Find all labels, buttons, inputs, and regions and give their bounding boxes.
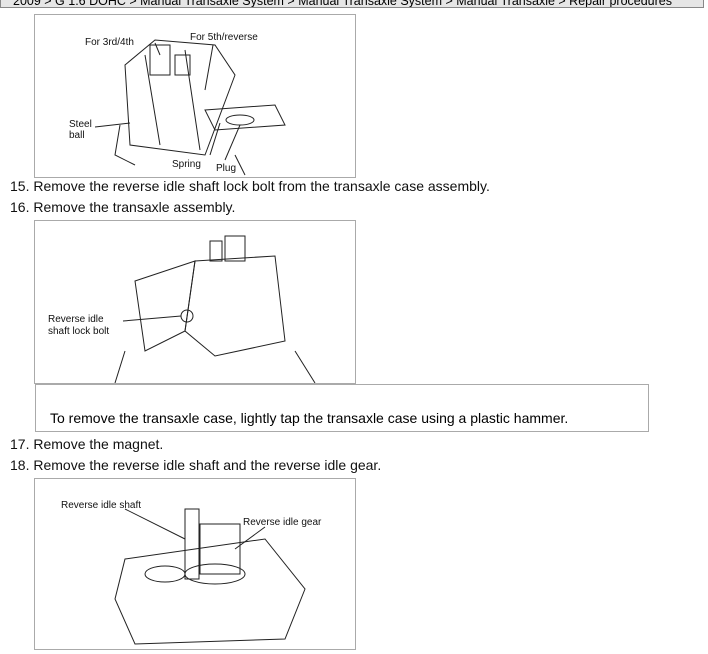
step-16: 16. Remove the transaxle assembly. <box>10 199 236 215</box>
label-idle-shaft: Reverse idle shaft <box>61 500 141 511</box>
note-box: To remove the transaxle case, lightly ta… <box>35 384 649 432</box>
step-17: 17. Remove the magnet. <box>10 436 164 452</box>
step-15: 15. Remove the reverse idle shaft lock b… <box>10 178 490 194</box>
label-5th-reverse: For 5th/reverse <box>190 32 258 43</box>
label-plug: Plug <box>216 163 236 174</box>
label-reverse-idle: Reverse idle <box>48 314 104 325</box>
breadcrumb: 2009 > G 1.6 DOHC > Manual Transaxle Sys… <box>0 0 704 8</box>
label-3rd-4th: For 3rd/4th <box>85 37 134 48</box>
label-steel: Steel <box>69 119 92 130</box>
figure-idle-shaft: Reverse idle shaft Reverse idle gear <box>34 478 356 650</box>
note-text: To remove the transaxle case, lightly ta… <box>50 410 569 426</box>
label-lock-bolt: shaft lock bolt <box>48 326 109 337</box>
figure-shift-detent: For 3rd/4th For 5th/reverse Steel ball S… <box>34 14 356 178</box>
label-ball: ball <box>69 130 85 141</box>
label-idle-gear: Reverse idle gear <box>243 517 322 528</box>
figure-lock-bolt: Reverse idle shaft lock bolt <box>34 220 356 384</box>
step-18: 18. Remove the reverse idle shaft and th… <box>10 457 382 473</box>
label-spring: Spring <box>172 159 201 170</box>
